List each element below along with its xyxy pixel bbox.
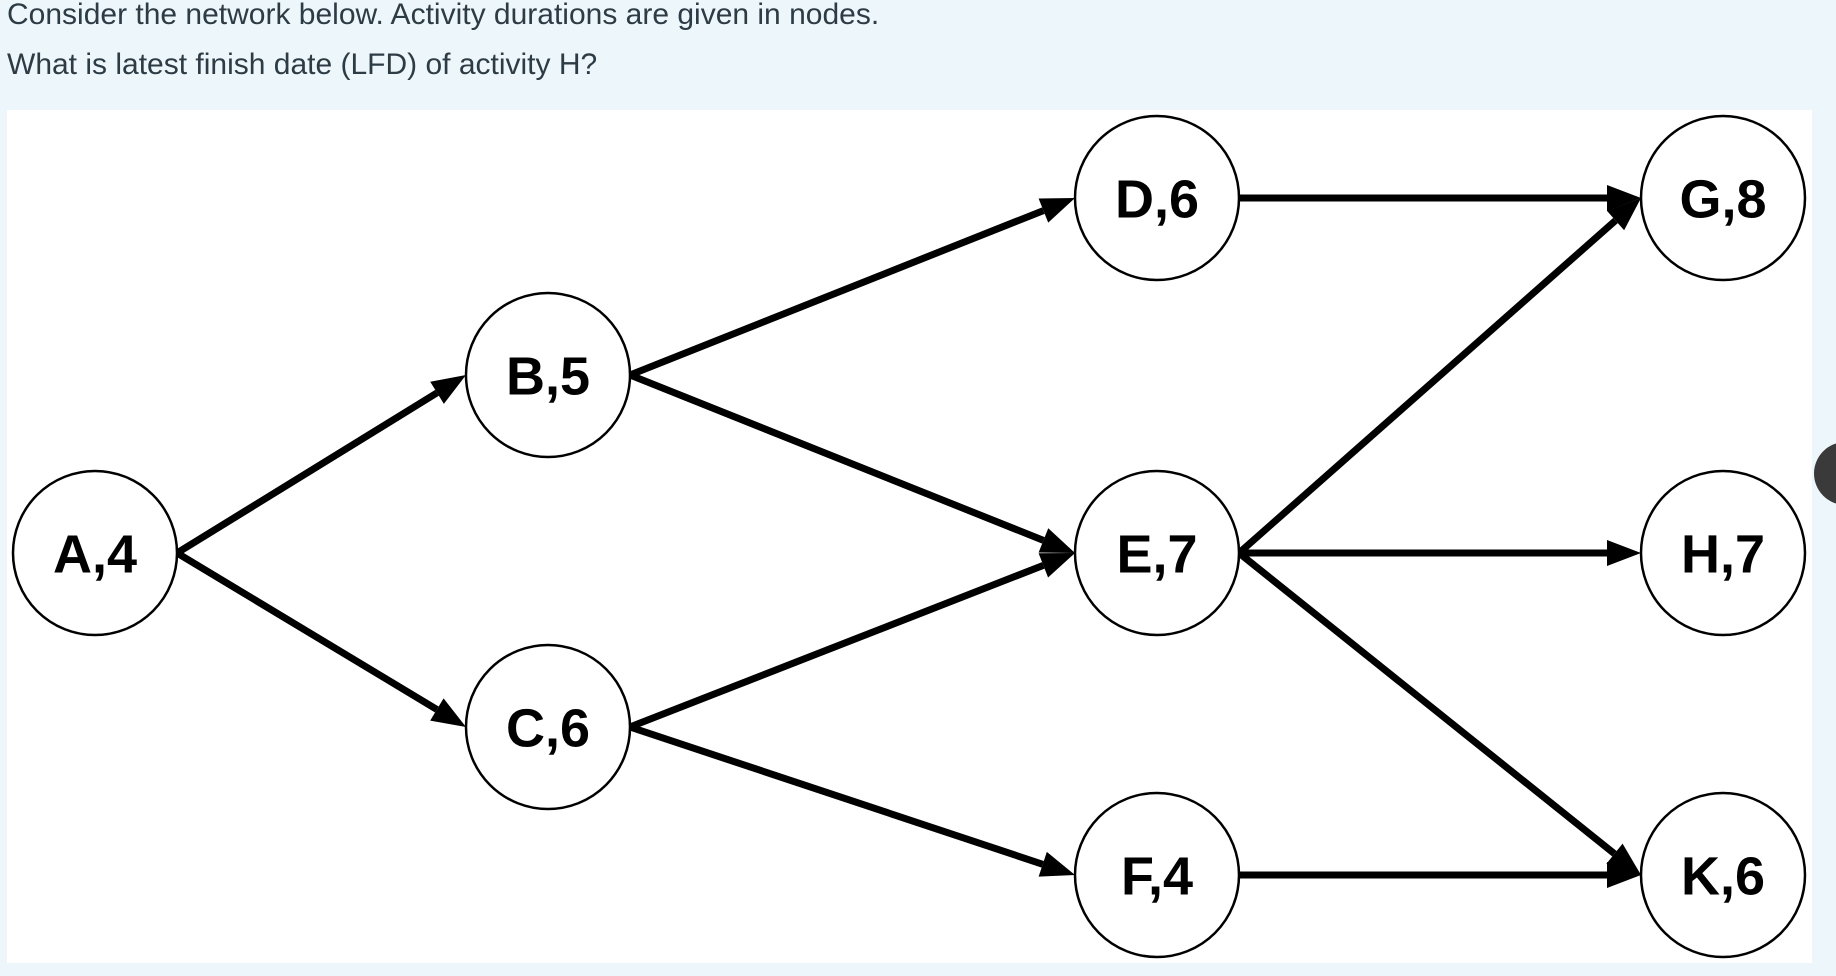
node-H: H,7 bbox=[1639, 469, 1807, 637]
arrowhead-C-F bbox=[1038, 851, 1075, 877]
node-label-A: A,4 bbox=[53, 524, 137, 584]
edge-A-B bbox=[175, 389, 439, 556]
arrowhead-A-C bbox=[430, 698, 466, 727]
arrowhead-A-B bbox=[430, 375, 466, 404]
node-circle-K bbox=[1639, 791, 1807, 959]
node-label-D: D,6 bbox=[1115, 169, 1199, 229]
arrowhead-F-K bbox=[1607, 862, 1641, 888]
node-label-E: E,7 bbox=[1116, 524, 1197, 584]
arrowhead-C-E bbox=[1038, 553, 1075, 578]
node-G: G,8 bbox=[1639, 114, 1807, 282]
node-circle-B bbox=[464, 291, 632, 459]
edge-E-G bbox=[1236, 217, 1618, 556]
node-A: A,4 bbox=[11, 469, 179, 637]
arrowhead-E-H bbox=[1607, 540, 1641, 566]
edge-C-E bbox=[628, 562, 1045, 731]
node-label-G: G,8 bbox=[1679, 169, 1766, 229]
edge-B-E bbox=[628, 371, 1045, 544]
arrowhead-D-G bbox=[1607, 185, 1641, 211]
arrowhead-B-E bbox=[1038, 528, 1075, 553]
question-line-1: Consider the network below. Activity dur… bbox=[7, 0, 880, 31]
node-circle-A bbox=[11, 469, 179, 637]
node-B: B,5 bbox=[464, 291, 632, 459]
node-circle-C bbox=[464, 643, 632, 811]
edge-B-D bbox=[628, 207, 1045, 379]
node-E: E,7 bbox=[1073, 469, 1241, 637]
floating-action-button[interactable] bbox=[1814, 442, 1836, 505]
edge-C-F bbox=[628, 723, 1044, 868]
node-label-K: K,6 bbox=[1681, 846, 1765, 906]
node-label-B: B,5 bbox=[506, 346, 590, 406]
node-circle-E bbox=[1073, 469, 1241, 637]
node-K: K,6 bbox=[1639, 791, 1807, 959]
node-D: D,6 bbox=[1073, 114, 1241, 282]
question-line-2: What is latest finish date (LFD) of acti… bbox=[7, 48, 598, 81]
edge-A-C bbox=[175, 550, 439, 713]
node-circle-D bbox=[1073, 114, 1241, 282]
node-label-C: C,6 bbox=[506, 698, 590, 758]
node-circle-H bbox=[1639, 469, 1807, 637]
node-circle-F bbox=[1073, 791, 1241, 959]
arrowhead-E-K bbox=[1606, 843, 1641, 875]
question-text: Consider the network below. Activity dur… bbox=[7, 0, 879, 90]
node-F: F,4 bbox=[1073, 791, 1241, 959]
node-C: C,6 bbox=[464, 643, 632, 811]
arrowhead-E-G bbox=[1606, 198, 1641, 231]
arrowhead-B-D bbox=[1038, 198, 1075, 223]
edge-E-K bbox=[1236, 550, 1617, 857]
node-label-H: H,7 bbox=[1681, 524, 1765, 584]
node-circle-G bbox=[1639, 114, 1807, 282]
node-label-F: F,4 bbox=[1121, 846, 1193, 906]
